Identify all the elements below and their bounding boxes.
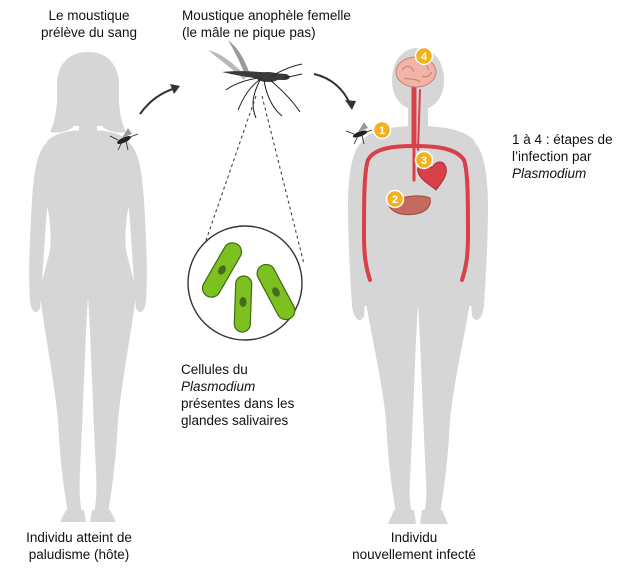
label-line: Moustique anophèle femelle [182,8,351,23]
svg-text:4: 4 [421,51,428,63]
label-line-italic: Plasmodium [181,379,256,394]
female-anopheles-label: Moustique anophèle femelle (le mâle ne p… [182,7,402,41]
step-badge-4: 4 [414,46,434,66]
blood-vessels [361,83,471,282]
svg-text:2: 2 [392,194,398,206]
label-line: nouvellement infecté [352,547,476,562]
infected-host-silhouette [29,52,147,522]
mosquito-on-host-icon [109,128,139,151]
label-line: glandes salivaires [181,413,289,428]
label-line: l’infection par [512,149,592,164]
label-line: Individu [390,530,438,545]
plasmodium-cell-icon [233,275,253,333]
zoom-lines [203,95,305,265]
plasmodium-cells-label: Cellules du Plasmodium présentes dans le… [181,361,341,429]
mosquito-on-new-host-icon [345,122,373,145]
newly-infected-silhouette [348,48,488,524]
step-badge-3: 3 [414,150,434,170]
plasmodium-cell-icon [256,263,296,321]
step-badge-1: 1 [372,120,392,140]
svg-text:3: 3 [421,155,427,167]
arrow-mosquito-to-new-host [313,73,356,110]
label-line: paludisme (hôte) [28,547,130,562]
infection-stages-legend: 1 à 4 : étapes de l’infection par Plasmo… [512,131,632,182]
label-line: Le moustique [48,8,130,23]
mosquito-takes-blood-label: Le moustique prélève du sang [14,7,164,41]
anopheles-mosquito-icon [208,40,303,119]
plasmodium-cells-magnified [187,225,303,341]
label-line: prélève du sang [40,25,138,40]
plasmodium-cell-icon [201,242,243,298]
infected-host-label: Individu atteint de paludisme (hôte) [4,529,154,563]
newly-infected-label: Individu nouvellement infecté [334,529,494,563]
label-line: Individu atteint de [26,530,132,545]
label-line: présentes dans les [181,396,295,411]
arrow-host-to-mosquito [139,84,180,115]
label-line-italic: Plasmodium [512,166,587,181]
label-line: (le mâle ne pique pas) [182,25,316,40]
label-line: Cellules du [181,362,248,377]
step-badge-2: 2 [385,189,405,209]
svg-text:1: 1 [379,125,385,137]
label-line: 1 à 4 : étapes de [512,132,613,147]
